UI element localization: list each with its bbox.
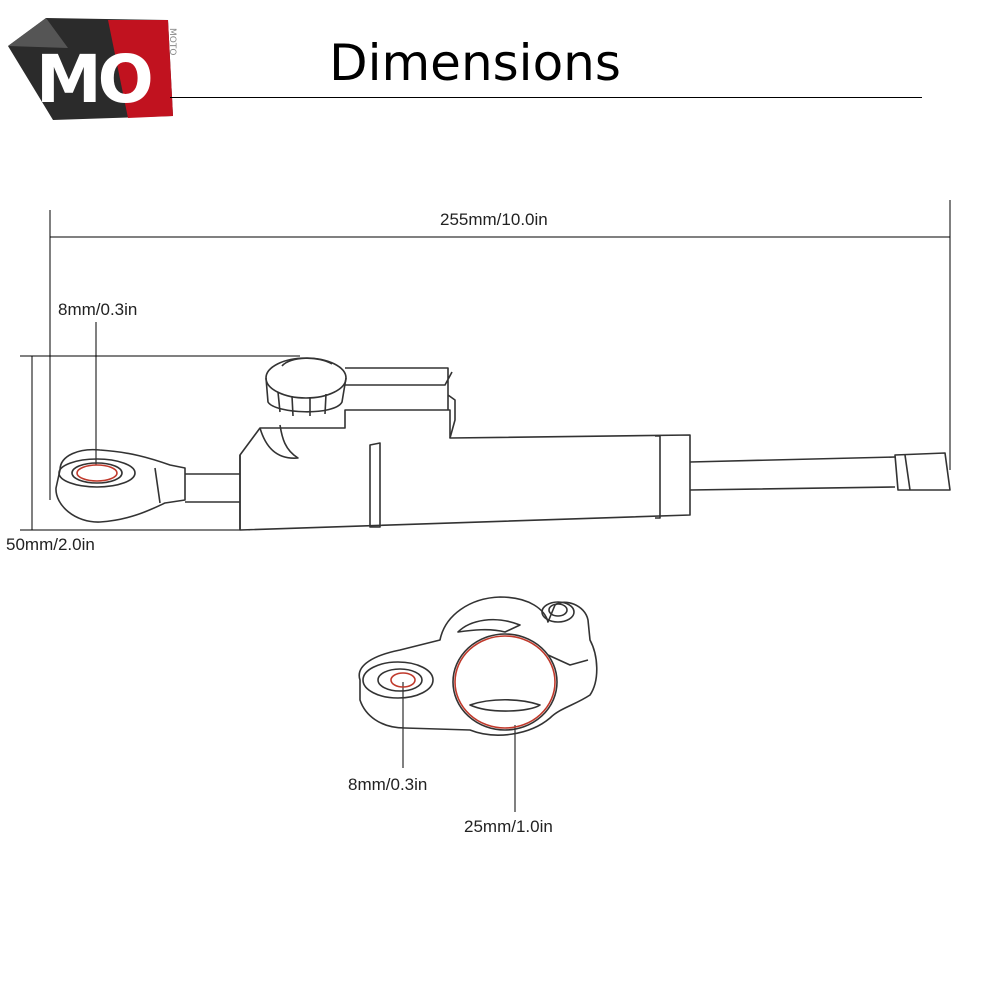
adjuster-knob xyxy=(265,357,347,417)
dimension-lines xyxy=(20,200,951,812)
page-title: Dimensions xyxy=(329,34,621,92)
clamp-tube-hole-label: 25mm/1.0in xyxy=(464,817,553,836)
damper-body xyxy=(239,367,691,531)
logo-text: MO xyxy=(36,41,151,118)
damper-length-label: 255mm/10.0in xyxy=(440,210,548,229)
eye-hole-label: 8mm/0.3in xyxy=(58,300,138,319)
damper-height-label: 50mm/2.0in xyxy=(6,535,95,554)
rod-end-eye xyxy=(55,448,186,523)
title-underline xyxy=(170,97,922,98)
brand-logo: MO MOTO xyxy=(8,18,178,123)
logo-side-text: MOTO xyxy=(167,28,177,55)
piston-rod xyxy=(689,452,951,491)
clamp-bolt-hole-label: 8mm/0.3in xyxy=(348,775,428,794)
mounting-clamp xyxy=(358,596,598,736)
